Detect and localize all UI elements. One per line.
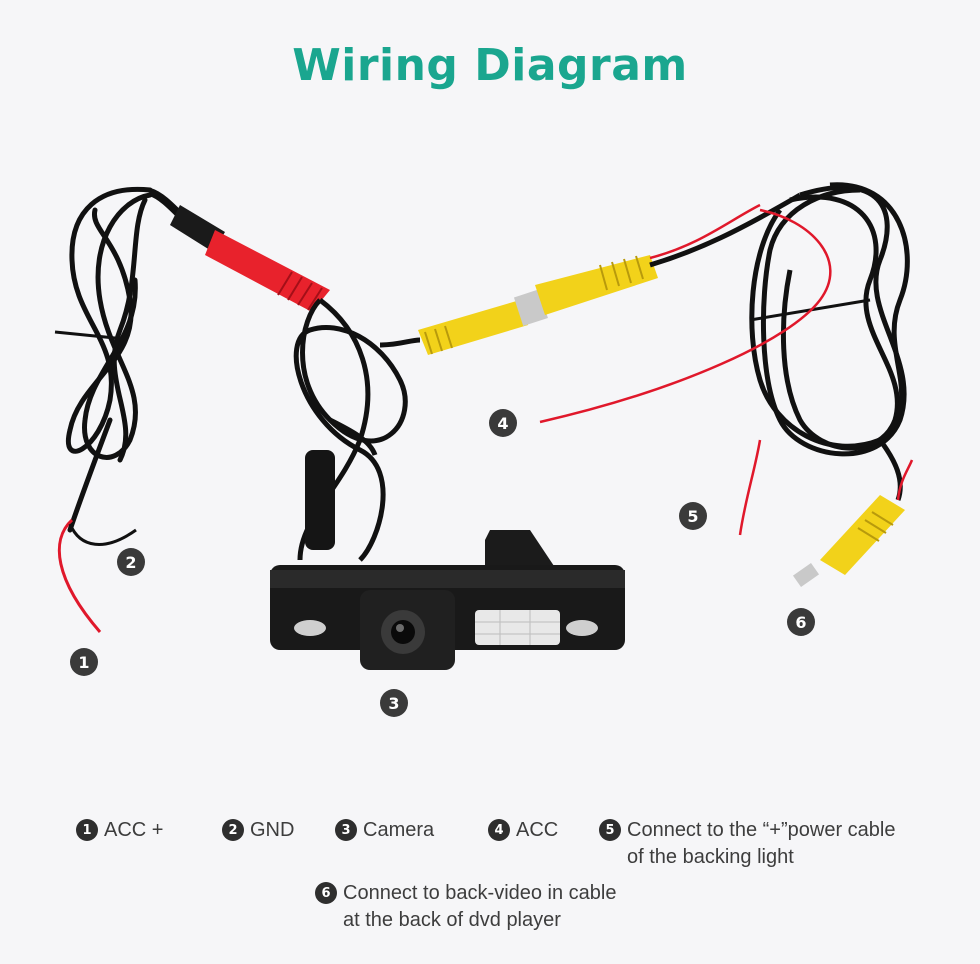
marker-1: 1 xyxy=(70,648,98,676)
legend-label: ACC + xyxy=(104,819,164,841)
legend-number: 5 xyxy=(599,819,621,841)
red-power-connector xyxy=(205,230,330,312)
camera-body xyxy=(270,450,625,670)
legend-number: 6 xyxy=(315,882,337,904)
yellow-rca-female xyxy=(535,255,658,315)
legend-label: GND xyxy=(250,819,295,841)
legend-item-acc-plus: 1 ACC + xyxy=(76,817,163,844)
yellow-rca-video xyxy=(820,495,905,575)
marker-6: 6 xyxy=(787,608,815,636)
legend-number: 3 xyxy=(335,819,357,841)
marker-3: 3 xyxy=(380,689,408,717)
legend-item-camera: 3 Camera xyxy=(335,817,434,844)
marker-5: 5 xyxy=(679,502,707,530)
marker-2: 2 xyxy=(117,548,145,576)
gnd-wire xyxy=(68,523,137,546)
legend-item-acc: 4 ACC xyxy=(488,817,558,844)
legend-label: ACC xyxy=(516,819,559,841)
legend-item-back-video: 6 Connect to back-video in cable at the … xyxy=(315,880,617,934)
acc-plus-wire xyxy=(57,518,102,633)
legend-number: 4 xyxy=(488,819,510,841)
yellow-rca-male xyxy=(418,300,528,355)
acc-wire xyxy=(539,208,832,424)
left-cable-coil xyxy=(65,186,153,533)
marker-4: 4 xyxy=(489,409,517,437)
legend-label: Camera xyxy=(363,819,435,841)
legend-label: Connect to back-video in cable at the ba… xyxy=(343,882,617,931)
backing-light-wire xyxy=(738,439,762,536)
legend-item-backing-light: 5 Connect to the “+”power cable of the b… xyxy=(599,817,896,871)
legend-item-gnd: 2 GND xyxy=(222,817,294,844)
legend-number: 2 xyxy=(222,819,244,841)
page-title: Wiring Diagram xyxy=(292,40,688,91)
legend-label: Connect to the “+”power cable of the bac… xyxy=(627,819,896,868)
legend-number: 1 xyxy=(76,819,98,841)
